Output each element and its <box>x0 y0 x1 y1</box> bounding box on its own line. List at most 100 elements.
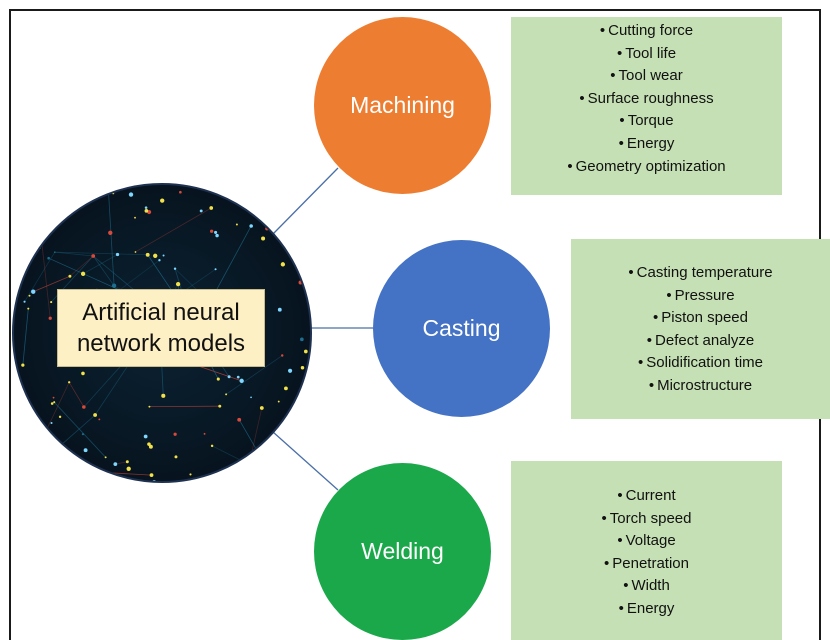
list-item: Energy <box>511 598 782 621</box>
network-node <box>40 480 41 481</box>
network-node <box>281 354 284 357</box>
network-node <box>259 406 264 410</box>
network-node <box>27 307 30 310</box>
network-node <box>218 404 222 408</box>
welding-parameters-box: Current Torch speed Voltage Penetration … <box>511 461 782 640</box>
network-edge <box>24 251 56 302</box>
network-node <box>158 259 161 262</box>
welding-node: Welding <box>314 463 491 640</box>
network-node <box>37 232 42 236</box>
network-node <box>48 316 52 320</box>
casting-node: Casting <box>373 240 550 417</box>
network-edge <box>82 254 118 275</box>
network-node <box>38 247 41 250</box>
network-node <box>14 291 18 295</box>
network-node <box>279 468 281 471</box>
network-node <box>239 461 242 464</box>
list-item: Solidification time <box>571 352 830 375</box>
list-item: Defect analyze <box>571 330 830 353</box>
network-node <box>300 337 304 342</box>
list-item: Torch speed <box>511 508 782 531</box>
welding-label: Welding <box>361 538 444 564</box>
network-node <box>269 473 274 478</box>
network-node <box>38 225 42 230</box>
network-edge <box>54 251 148 256</box>
list-item: Surface roughness <box>511 88 782 111</box>
network-node <box>82 405 86 409</box>
network-edge <box>249 407 263 460</box>
network-node <box>63 194 67 198</box>
network-edge <box>108 191 115 286</box>
hub-label: Artificial neural network models <box>57 289 265 367</box>
network-node <box>237 417 242 422</box>
network-node <box>189 473 192 476</box>
list-item: Casting temperature <box>571 262 830 285</box>
network-node <box>298 280 303 285</box>
network-node <box>250 396 252 399</box>
network-edge <box>225 355 283 395</box>
network-node <box>175 480 180 481</box>
network-node <box>268 192 271 195</box>
network-node <box>147 442 151 446</box>
network-edge <box>93 471 152 476</box>
network-node <box>126 466 131 471</box>
network-node <box>148 405 151 408</box>
network-node <box>239 378 244 384</box>
network-node <box>227 375 231 379</box>
network-edge <box>37 462 95 473</box>
network-node <box>277 400 280 403</box>
list-item: Piston speed <box>571 307 830 330</box>
network-node <box>91 254 96 258</box>
network-node <box>31 406 34 409</box>
network-node <box>149 473 154 477</box>
list-item: Microstructure <box>571 375 830 398</box>
network-node <box>113 462 118 466</box>
machining-node: Machining <box>314 17 491 194</box>
list-item: Voltage <box>511 530 782 553</box>
network-node <box>47 452 53 457</box>
network-node <box>216 377 220 381</box>
network-node <box>283 215 285 218</box>
network-node <box>203 432 206 435</box>
network-edge <box>115 461 128 465</box>
list-item: Current <box>511 485 782 508</box>
network-edge <box>37 382 70 449</box>
network-node <box>52 396 55 399</box>
network-node <box>214 268 217 271</box>
casting-label: Casting <box>422 315 501 341</box>
network-node <box>50 301 53 304</box>
network-node <box>225 393 228 396</box>
network-node <box>248 457 252 461</box>
network-node <box>298 239 303 244</box>
network-node <box>277 307 282 312</box>
network-node <box>53 251 56 253</box>
machining-parameters-list: Cutting force Tool life Tool wear Surfac… <box>511 20 782 178</box>
network-node <box>128 192 134 197</box>
network-node <box>108 230 113 235</box>
list-item: Width <box>511 575 782 598</box>
list-item: Cutting force <box>511 20 782 43</box>
list-item: Energy <box>511 133 782 156</box>
network-node <box>143 434 148 439</box>
network-node <box>209 229 214 233</box>
welding-parameters-list: Current Torch speed Voltage Penetration … <box>511 485 782 621</box>
network-node <box>235 223 238 226</box>
network-node <box>64 479 67 481</box>
casting-parameters-list: Casting temperature Pressure Piston spee… <box>571 262 830 398</box>
network-node <box>35 447 40 452</box>
network-node <box>214 230 218 234</box>
network-edge <box>69 255 94 277</box>
network-node <box>36 461 40 465</box>
network-node <box>280 262 286 267</box>
network-node <box>236 375 240 379</box>
network-node <box>174 455 178 459</box>
network-node <box>21 363 25 367</box>
list-item: Pressure <box>571 285 830 308</box>
network-edge <box>68 382 85 408</box>
network-node <box>160 198 165 203</box>
network-edge <box>211 445 272 476</box>
network-edge <box>53 401 106 458</box>
network-edge <box>185 475 272 481</box>
network-node <box>61 185 66 188</box>
